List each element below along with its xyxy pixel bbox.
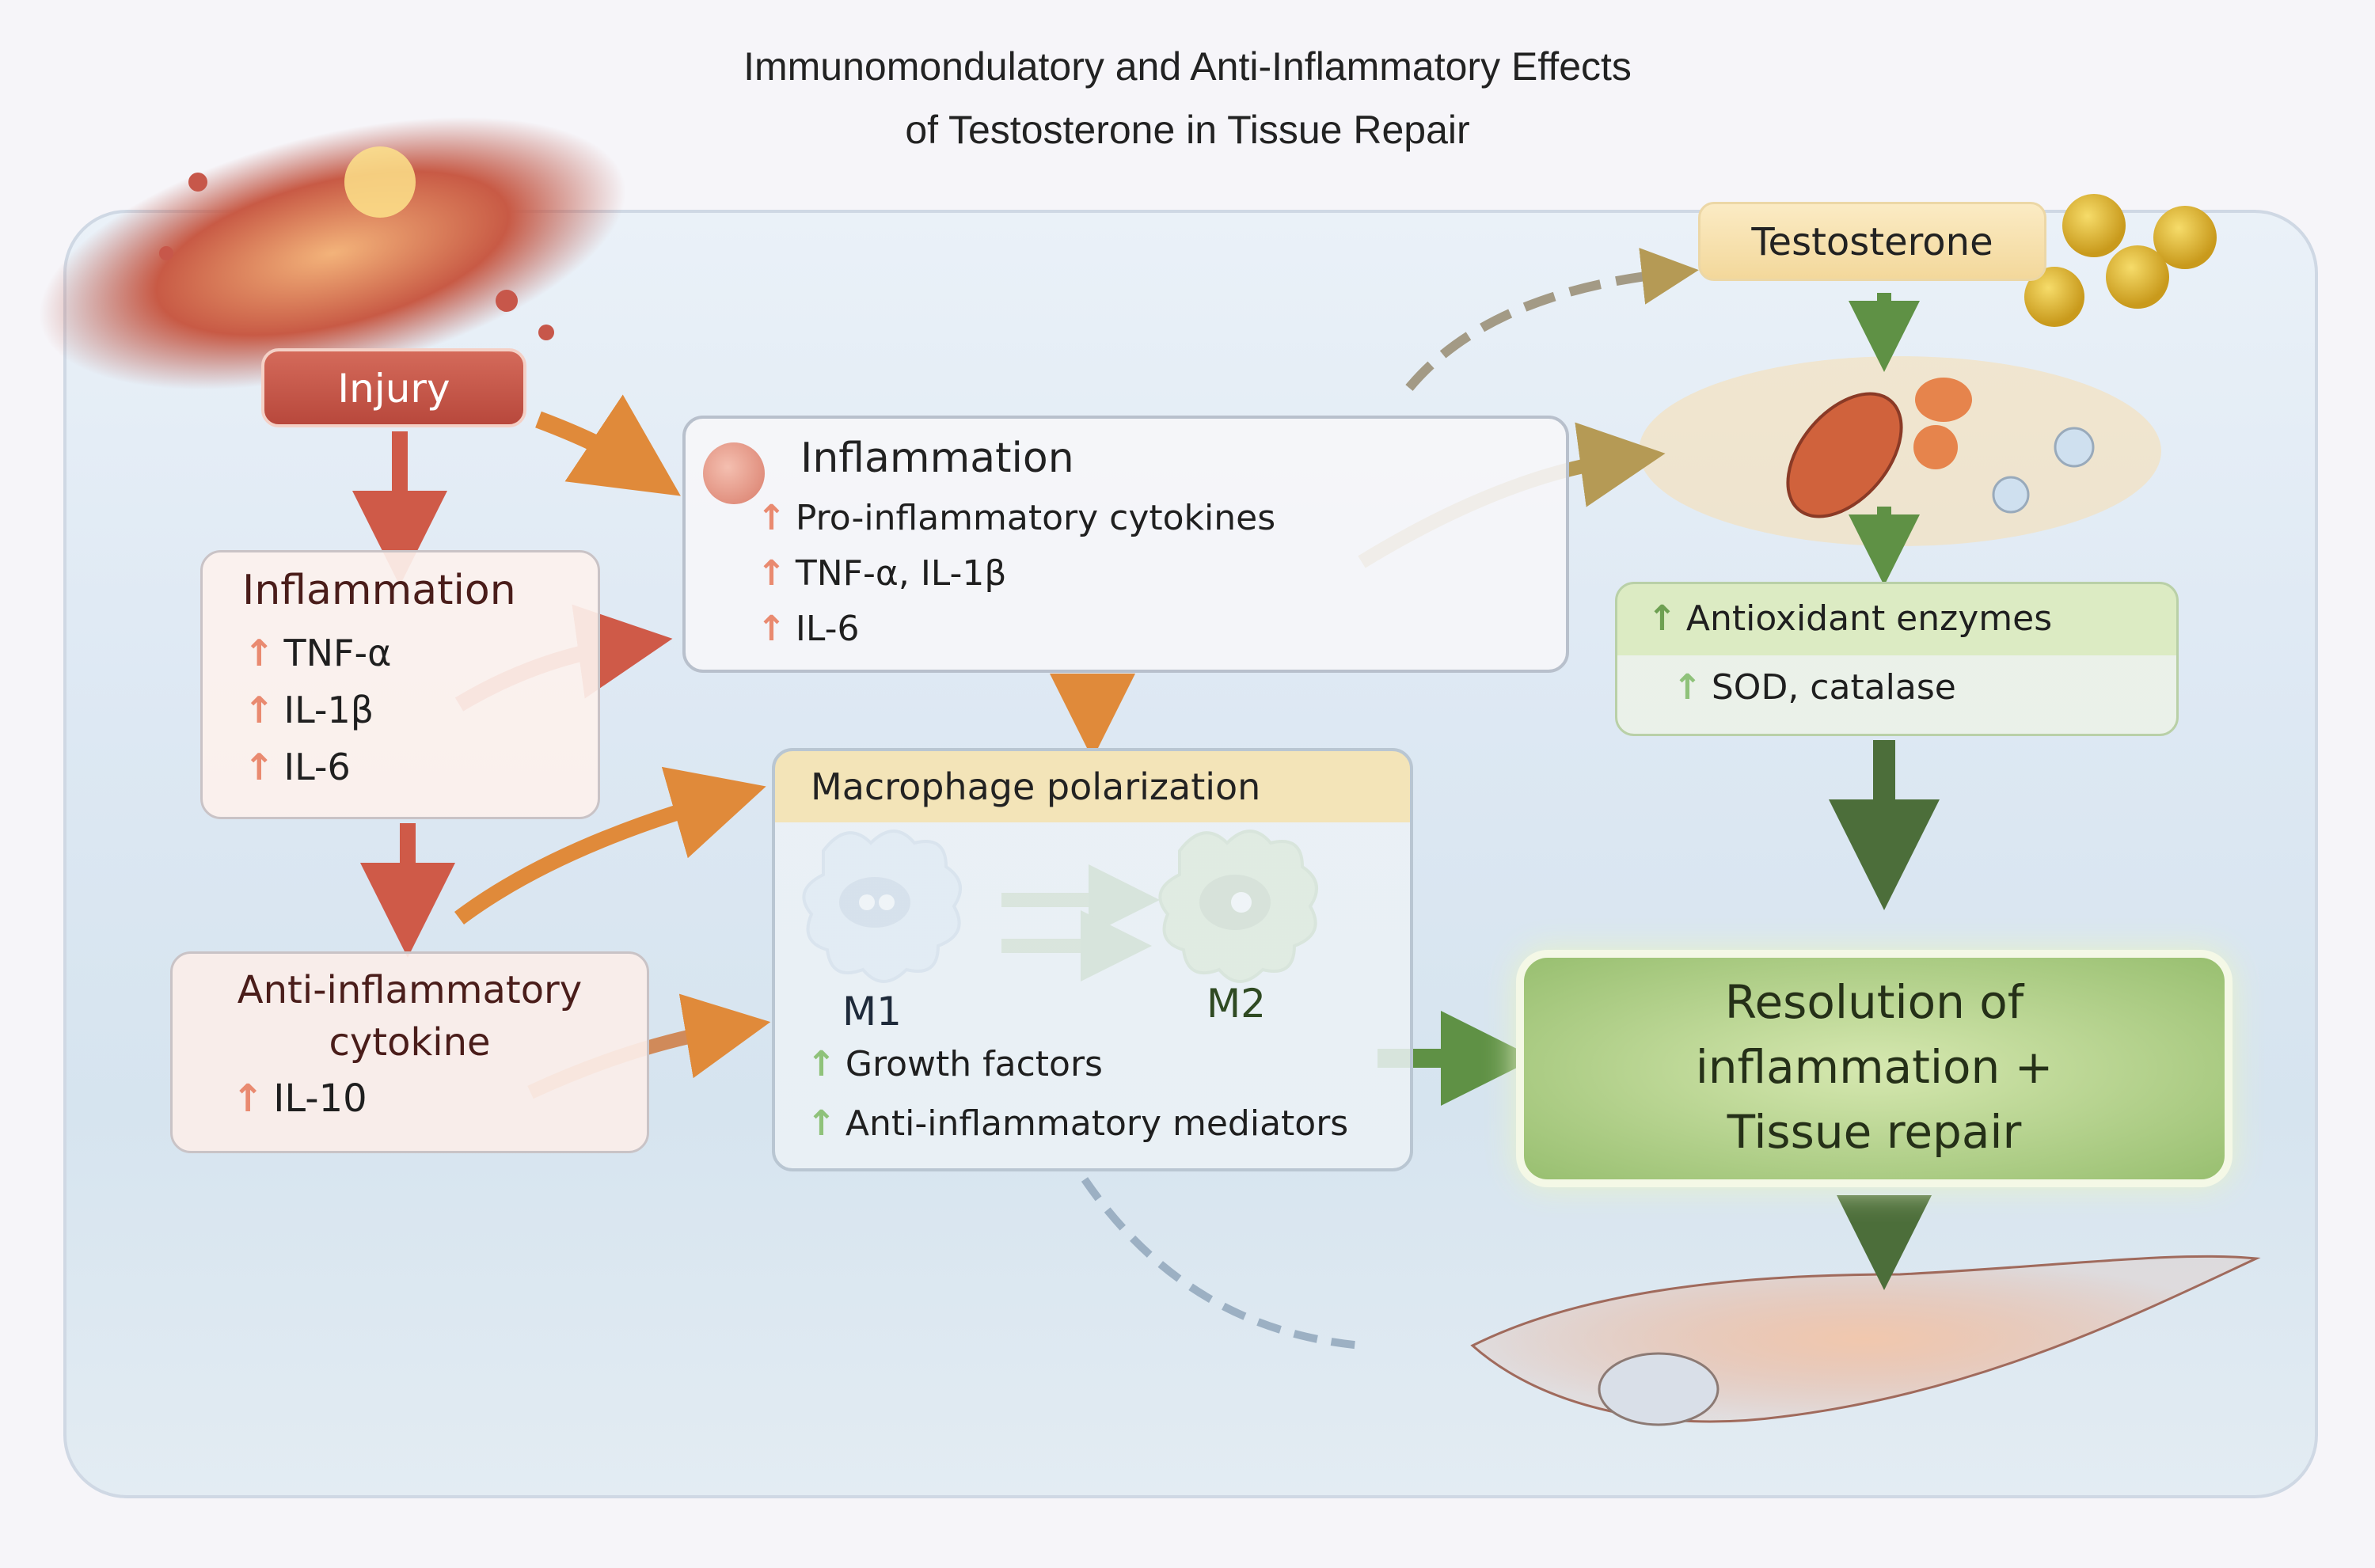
inflammation-center-item: ↑TNF-α, IL-1β xyxy=(757,553,1007,594)
inflammation-left-item: ↑TNF-α xyxy=(244,632,392,674)
inflammation-left-item: ↑IL-6 xyxy=(244,746,351,788)
testosterone-box: Testosterone xyxy=(1698,202,2046,281)
resolution-line2: inflammation + xyxy=(1695,1040,2054,1094)
arrow-injury-to-center-inflammation xyxy=(535,394,681,496)
injury-box: Injury xyxy=(261,348,526,427)
inflammation-center-item: ↑IL-6 xyxy=(757,609,860,649)
up-arrow-icon: ↑ xyxy=(757,553,786,594)
anti-inflammatory-heading-line2: cytokine xyxy=(329,1020,491,1065)
up-arrow-icon: ↑ xyxy=(757,498,786,538)
dashed-arrow-to-testosterone xyxy=(1405,248,1699,391)
repaired-tissue-illustration xyxy=(1470,1255,2261,1426)
antioxidant-box: ↑Antioxidant enzymes ↑SOD, catalase xyxy=(1615,582,2179,736)
resolution-line3: Tissue repair xyxy=(1727,1105,2022,1159)
m1-macrophage-icon xyxy=(802,830,962,983)
resolution-box: Resolution of inflammation + Tissue repa… xyxy=(1516,950,2232,1187)
up-arrow-icon: ↑ xyxy=(1647,598,1677,639)
antioxidant-item: ↑Antioxidant enzymes xyxy=(1647,598,2053,639)
dashed-arrow-macrophage-to-tissue xyxy=(1081,1177,1362,1350)
inflammation-center-heading: Inflammation xyxy=(800,435,1074,482)
testosterone-label: Testosterone xyxy=(1751,220,1993,264)
injury-label: Injury xyxy=(337,366,450,412)
inflammation-center-box: Inflammation ↑Pro-inflammatory cytokines… xyxy=(682,416,1569,673)
mitochondria-ros-icon xyxy=(1639,356,2161,546)
anti-inflammatory-heading-line1: Anti-inflammatory xyxy=(237,968,583,1012)
injured-tissue-illustration xyxy=(39,116,626,390)
inflammatory-cell-icon xyxy=(703,442,765,504)
diagram-title-line2: of Testosterone in Tissue Repair xyxy=(905,108,1470,152)
testosterone-molecules-icon xyxy=(2024,194,2217,327)
up-arrow-icon: ↑ xyxy=(244,689,275,731)
inflammation-left-box: Inflammation ↑TNF-α ↑IL-1β ↑IL-6 xyxy=(200,550,600,819)
arrow-inflammation-to-macrophage xyxy=(454,766,766,925)
up-arrow-icon: ↑ xyxy=(757,609,786,649)
antioxidant-item: ↑SOD, catalase xyxy=(1673,667,1956,708)
m2-macrophage-icon xyxy=(1158,830,1318,983)
up-arrow-icon: ↑ xyxy=(244,632,275,674)
anti-inflammatory-box: Anti-inflammatory cytokine ↑IL-10 xyxy=(170,951,649,1153)
up-arrow-icon: ↑ xyxy=(232,1076,264,1121)
resolution-line1: Resolution of xyxy=(1724,975,2024,1029)
inflammation-center-item: ↑Pro-inflammatory cytokines xyxy=(757,498,1276,538)
up-arrow-icon: ↑ xyxy=(244,746,275,788)
anti-inflammatory-item: ↑IL-10 xyxy=(232,1076,367,1121)
up-arrow-icon: ↑ xyxy=(1673,667,1702,708)
inflammation-left-heading: Inflammation xyxy=(242,567,516,614)
inflammation-left-item: ↑IL-1β xyxy=(244,689,374,731)
diagram-title-line1: Immunomondulatory and Anti-Inflammatory … xyxy=(743,44,1632,89)
